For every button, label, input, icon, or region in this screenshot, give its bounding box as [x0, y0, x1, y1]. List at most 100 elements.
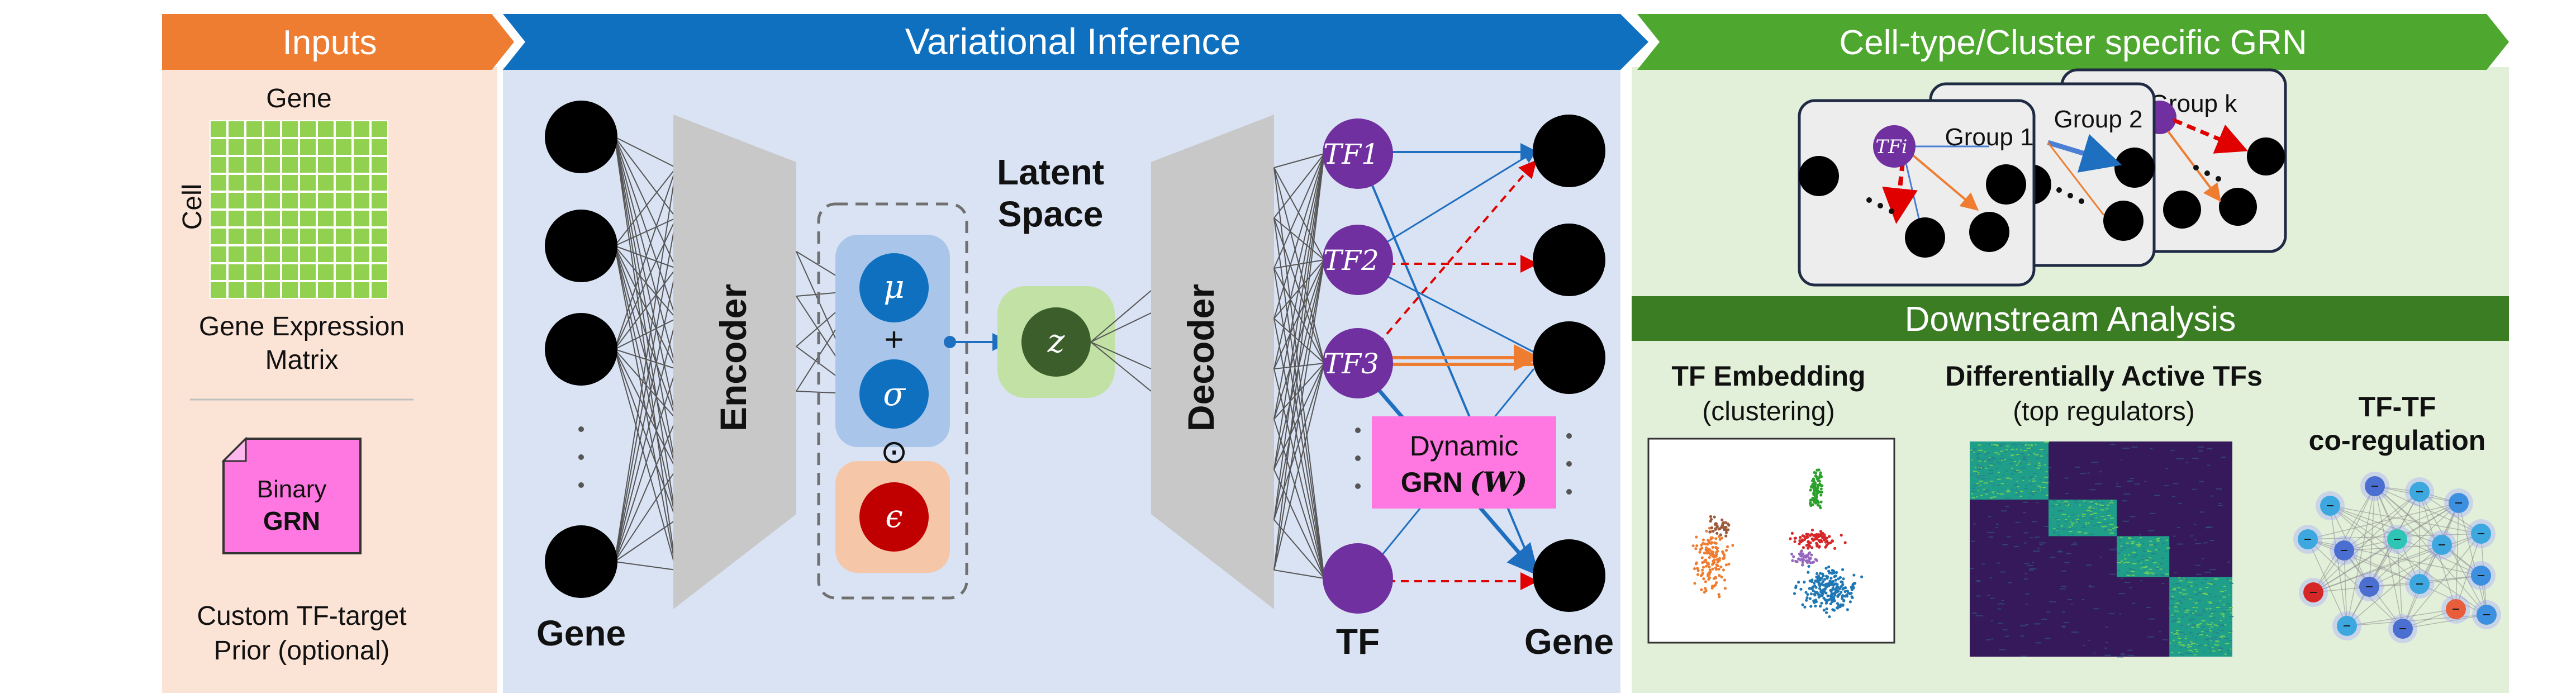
heatmap-texture	[1984, 491, 1988, 493]
heatmap-texture	[1989, 462, 1993, 464]
heatmap-texture	[2107, 510, 2111, 512]
umap-point	[1834, 582, 1838, 586]
heatmap-texture	[2075, 519, 2079, 520]
matrix-cell	[211, 193, 226, 208]
umap-point	[1816, 486, 1819, 489]
matrix-cell	[211, 139, 226, 155]
umap-point	[1810, 546, 1814, 549]
tf-embedding-title: TF Embedding	[1671, 360, 1865, 392]
heatmap-texture	[2028, 483, 2033, 485]
heatmap-texture	[2064, 500, 2067, 502]
heatmap-noise	[2192, 458, 2199, 459]
heatmap-texture	[2213, 639, 2218, 640]
heatmap-texture	[2035, 444, 2037, 445]
umap-point	[1813, 592, 1816, 596]
heatmap-noise	[2025, 604, 2028, 605]
umap-point	[1714, 522, 1718, 525]
tf-embedding-plot	[1647, 438, 1895, 644]
umap-point	[1807, 559, 1811, 562]
matrix-cell	[211, 282, 226, 298]
heatmap-texture	[2006, 445, 2009, 447]
heatmap-texture	[2015, 488, 2018, 490]
heatmap-texture	[2083, 517, 2085, 519]
umap-point	[1819, 530, 1823, 533]
heatmap-noise	[2005, 506, 2009, 507]
coregulation-edge	[2369, 533, 2482, 587]
matrix-cell	[318, 139, 334, 155]
heatmap-texture	[2000, 483, 2004, 485]
umap-point	[1818, 534, 1822, 538]
heatmap-texture	[2228, 631, 2232, 633]
heatmap-texture	[2129, 569, 2131, 571]
heatmap-noise	[2120, 654, 2126, 656]
heatmap-texture	[2211, 612, 2213, 614]
input-gene-node	[545, 525, 617, 598]
umap-point	[1820, 593, 1823, 596]
matrix-cell	[211, 229, 226, 244]
heatmap-texture	[2226, 608, 2229, 610]
umap-point	[1841, 597, 1844, 600]
heatmap-texture	[2175, 631, 2178, 633]
umap-point	[1833, 593, 1837, 597]
heatmap-texture	[1985, 490, 1990, 491]
heatmap-noise	[2117, 656, 2123, 658]
matrix-cell	[318, 193, 334, 208]
heatmap-texture	[2211, 622, 2213, 624]
matrix-cell	[246, 264, 262, 280]
umap-point	[1819, 471, 1822, 474]
heatmap-texture	[2209, 638, 2213, 639]
heatmap-texture	[2152, 573, 2156, 575]
heatmap-texture	[2083, 532, 2088, 534]
heatmap-texture	[2032, 491, 2036, 492]
heatmap-texture	[2195, 607, 2198, 609]
heatmap-noise	[2001, 510, 2007, 512]
heatmap-texture	[2109, 524, 2114, 525]
umap-point	[1817, 476, 1821, 479]
heatmap-noise	[2037, 548, 2040, 549]
heatmap-texture	[2093, 525, 2095, 526]
heatmap-noise	[2007, 536, 2011, 538]
heatmap-texture	[2090, 522, 2092, 524]
heatmap-texture	[2030, 448, 2033, 450]
heatmap-texture	[2107, 522, 2110, 524]
umap-point	[1708, 576, 1712, 580]
heatmap-noise	[2144, 481, 2147, 482]
heatmap-texture	[2037, 489, 2040, 491]
heatmap-texture	[2045, 480, 2047, 482]
heatmap-texture	[2184, 647, 2187, 648]
heatmap-noise	[2015, 521, 2021, 523]
heatmap-noise	[1999, 649, 2006, 650]
heatmap-noise	[2094, 483, 2102, 485]
heatmap-texture	[2127, 554, 2130, 555]
heatmap-texture	[2041, 462, 2043, 463]
heatmap-noise	[2061, 625, 2066, 627]
heatmap-texture	[2185, 635, 2187, 637]
heatmap-texture	[2081, 513, 2087, 515]
heatmap-texture	[2172, 583, 2175, 585]
heatmap-texture	[2149, 568, 2152, 570]
heatmap-texture	[2070, 528, 2073, 530]
heatmap-noise	[1997, 562, 2000, 564]
umap-point	[1825, 574, 1828, 578]
heatmap-texture	[2189, 597, 2193, 599]
heatmap-texture	[2071, 524, 2074, 526]
umap-point	[1707, 550, 1710, 553]
heatmap-noise	[2089, 489, 2096, 491]
heatmap-texture	[2088, 522, 2090, 524]
heatmap-texture	[2065, 519, 2068, 520]
umap-point	[1825, 544, 1828, 547]
heatmap-texture	[2184, 599, 2185, 601]
heatmap-noise	[2045, 638, 2051, 639]
umap-point	[1721, 550, 1724, 553]
heatmap-texture	[2000, 450, 2004, 452]
heatmap-noise	[2032, 562, 2035, 563]
heatmap-texture	[1992, 491, 1996, 493]
heatmap-texture	[2078, 521, 2080, 523]
umap-point	[1696, 573, 1700, 576]
heatmap-noise	[2132, 602, 2136, 604]
heatmap-texture	[1977, 484, 1980, 486]
heatmap-noise	[2061, 586, 2067, 587]
umap-point	[1830, 599, 1834, 602]
umap-point	[1695, 544, 1699, 548]
umap-point	[1802, 546, 1805, 549]
